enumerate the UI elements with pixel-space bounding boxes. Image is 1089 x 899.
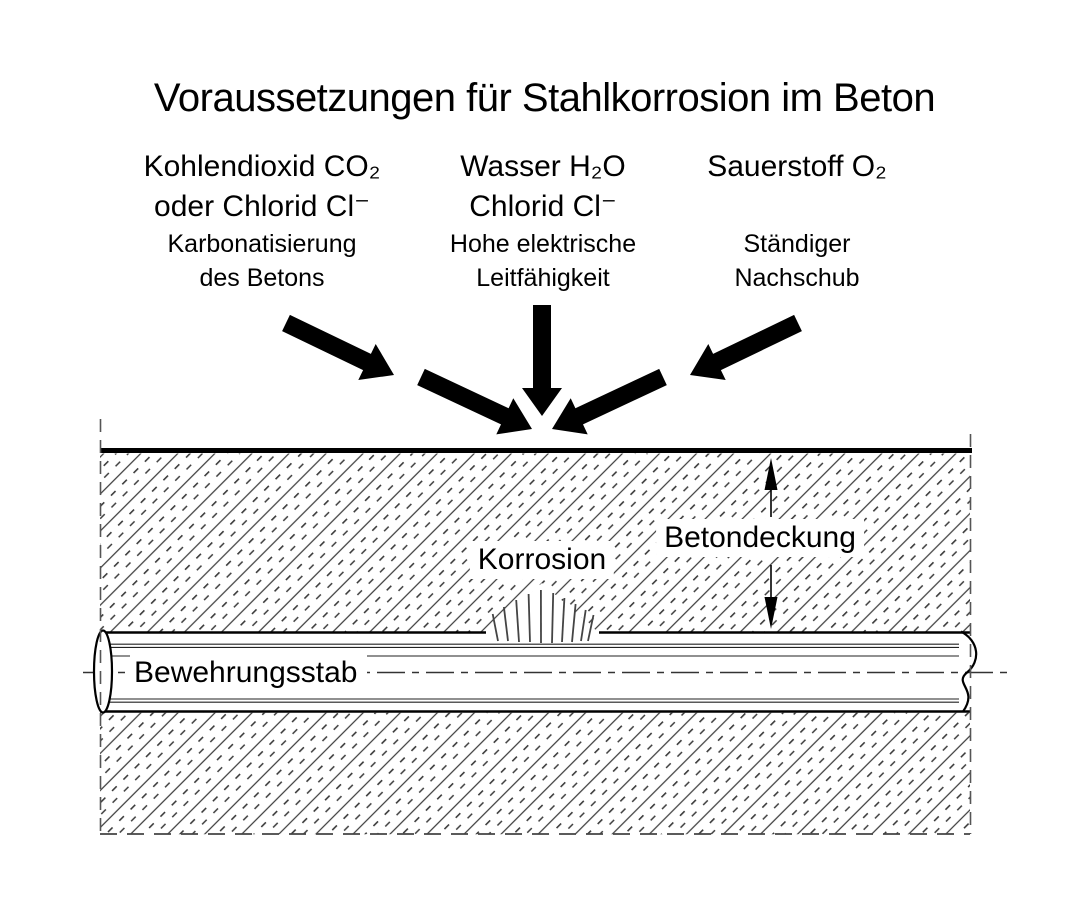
factor-carbon-dioxide: Kohlendioxid CO₂ oder Chlorid Cl⁻ Karbon…	[112, 147, 412, 295]
corrosion-fan-line	[561, 597, 566, 643]
input-arrow-o2-outer	[690, 314, 802, 380]
factor-2-line-1: Wasser H₂O	[460, 150, 626, 183]
corrosion-wedge	[484, 583, 600, 634]
corrosion-fan-line	[491, 613, 499, 642]
concrete-cover-label: Betondeckung	[656, 519, 864, 557]
factor-1-line-1: Kohlendioxid CO₂	[143, 150, 381, 183]
factor-1-sub-2: des Betons	[199, 264, 325, 292]
corrosion-fan-line	[580, 609, 587, 642]
cover-dimension-arrow-down	[764, 597, 778, 629]
cover-dimension	[764, 458, 778, 629]
factor-1-sub-1: Karbonatisierung	[167, 230, 357, 258]
corrosion-fan-line	[515, 599, 520, 643]
factor-oxygen: Sauerstoff O₂ Ständiger Nachschub	[647, 147, 947, 295]
corrosion-fan-line	[551, 592, 555, 644]
factor-3-sub-2: Nachschub	[734, 264, 860, 292]
corrosion-fan-line	[587, 614, 595, 642]
corrosion-fan-line	[503, 606, 509, 642]
factor-water: Wasser H₂O Chlorid Cl⁻ Hohe elektrische …	[393, 147, 693, 295]
rebar-label: Bewehrungsstab	[130, 654, 368, 692]
rebar-end-break-right	[960, 630, 978, 713]
factor-2-line-2: Chlorid Cl⁻	[469, 190, 617, 223]
corrosion-fan-line	[571, 603, 577, 643]
input-arrow-co2-outer	[282, 314, 394, 380]
concrete-lower-hatch	[100, 712, 970, 835]
factor-3-line-1: Sauerstoff O₂	[707, 150, 887, 183]
page-title: Voraussetzungen für Stahlkorrosion im Be…	[153, 76, 936, 120]
input-arrow-water	[522, 305, 562, 416]
rebar-end-break-left	[92, 629, 114, 714]
corrosion-fan	[491, 589, 595, 644]
corrosion-fan-line	[527, 593, 531, 643]
cover-dimension-arrow-up	[764, 458, 778, 490]
factor-2-sub-2: Leitfähigkeit	[476, 264, 610, 292]
factor-3-line-2	[647, 187, 947, 227]
factor-3-sub-1: Ständiger	[743, 230, 851, 258]
corrosion-label: Korrosion	[469, 541, 615, 579]
input-arrow-o2-inner	[552, 368, 667, 435]
factor-1-line-2: oder Chlorid Cl⁻	[154, 190, 370, 223]
input-arrow-co2-inner	[417, 368, 532, 435]
factor-2-sub-1: Hohe elektrische	[449, 230, 637, 258]
